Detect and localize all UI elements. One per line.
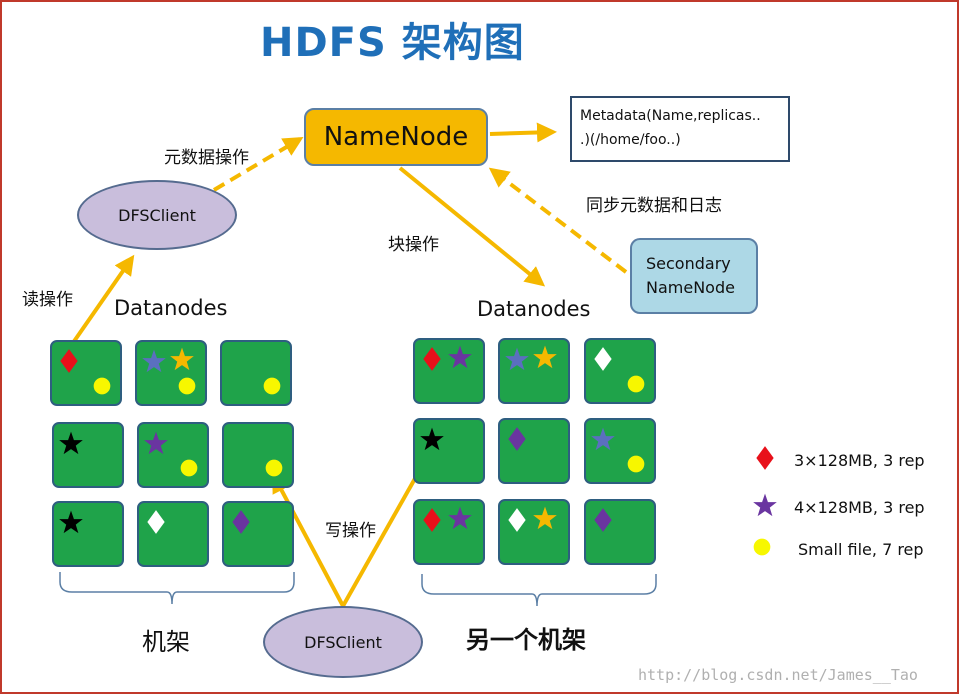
read-op-label: 读操作 [22,290,73,310]
metadata-arrow [489,122,557,143]
block-star-icon [505,347,529,371]
meta-op-label: 元数据操作 [164,148,249,168]
legend-glyph [752,445,788,475]
legend-diamond-icon [756,446,774,470]
datanode-right-r3c3 [584,499,656,565]
datanode-left-r1c2 [135,340,207,406]
rack-brace-left [59,572,295,605]
datanode-left-r2c3 [222,422,294,488]
datanode-right-r2c1 [413,418,485,484]
watermark: http://blog.csdn.net/James__Tao [638,666,918,684]
write-op-arrow-left [272,472,345,607]
datanode-left-r1c3 [220,340,292,406]
block-diamond-icon [423,508,441,532]
legend-text: 4×128MB, 3 rep [794,497,925,517]
sync-label: 同步元数据和日志 [586,196,722,216]
legend-text: 3×128MB, 3 rep [794,450,925,470]
block-circle-icon [627,375,645,393]
block-star-icon [59,431,83,455]
datanode-right-r3c2 [498,499,570,565]
datanode-right-r3c1 [413,499,485,565]
block-circle-icon [178,377,196,395]
block-star-icon [533,345,557,369]
sync-arrow [488,167,628,274]
block-star-icon [591,427,615,451]
block-circle-icon [93,377,111,395]
datanode-right-r1c3 [584,338,656,404]
write-op-label: 写操作 [325,521,376,541]
legend-item: Small file, 7 rep [752,537,924,561]
datanode-left-r3c1 [52,501,124,567]
block-star-icon [144,431,168,455]
page-title: HDFS 架构图 [260,20,525,66]
block-diamond-icon [147,510,165,534]
rack-left-label: 机架 [142,628,190,656]
secondary-namenode-box: Secondary NameNode [630,238,758,314]
block-diamond-icon [60,349,78,373]
rack-brace-right [421,574,657,607]
legend-item: 3×128MB, 3 rep [752,445,925,475]
dfsclient-top: DFSClient [77,180,237,250]
block-star-icon [448,506,472,530]
legend-text: Small file, 7 rep [798,539,924,559]
datanode-left-r2c1 [52,422,124,488]
block-op-arrow [398,166,546,287]
secondary-line-2: NameNode [646,278,735,297]
meta-op-arrow [212,136,304,192]
datanode-right-r2c3 [584,418,656,484]
datanode-left-r1c1 [50,340,122,406]
block-diamond-icon [232,510,250,534]
datanode-right-r2c2 [498,418,570,484]
datanode-right-r1c1 [413,338,485,404]
block-op-label: 块操作 [388,235,439,255]
datanode-left-r3c2 [137,501,209,567]
datanode-left-r3c3 [222,501,294,567]
metadata-box: Metadata(Name,replicas.. .)(/home/foo..) [570,96,790,162]
block-circle-icon [265,459,283,477]
datanode-left-r2c2 [137,422,209,488]
block-diamond-icon [508,427,526,451]
read-op-arrow [66,254,135,352]
legend-glyph [752,537,788,561]
block-star-icon [420,427,444,451]
block-star-icon [448,345,472,369]
legend-item: 4×128MB, 3 rep [752,492,925,522]
block-star-icon [142,349,166,373]
block-diamond-icon [594,347,612,371]
legend-circle-icon [753,538,771,556]
block-circle-icon [263,377,281,395]
secondary-line-1: Secondary [646,254,731,273]
namenode-label: NameNode [323,122,469,152]
datanode-right-r1c2 [498,338,570,404]
block-diamond-icon [594,508,612,532]
block-star-icon [533,506,557,530]
block-diamond-icon [423,347,441,371]
rack-right-label: 另一个机架 [466,625,586,654]
dfsclient-top-label: DFSClient [118,205,196,225]
metadata-line-2: .)(/home/foo..) [580,132,681,148]
metadata-line-1: Metadata(Name,replicas.. [580,108,761,124]
dfsclient-bottom: DFSClient [263,606,423,678]
block-circle-icon [627,455,645,473]
block-star-icon [170,347,194,371]
datanodes-right-label: Datanodes [477,297,591,321]
legend-glyph [752,492,788,522]
datanodes-left-label: Datanodes [114,296,228,320]
legend-star-icon [753,493,777,517]
block-star-icon [59,510,83,534]
namenode-box: NameNode [304,108,488,166]
block-circle-icon [180,459,198,477]
dfsclient-bottom-label: DFSClient [304,632,382,652]
block-diamond-icon [508,508,526,532]
